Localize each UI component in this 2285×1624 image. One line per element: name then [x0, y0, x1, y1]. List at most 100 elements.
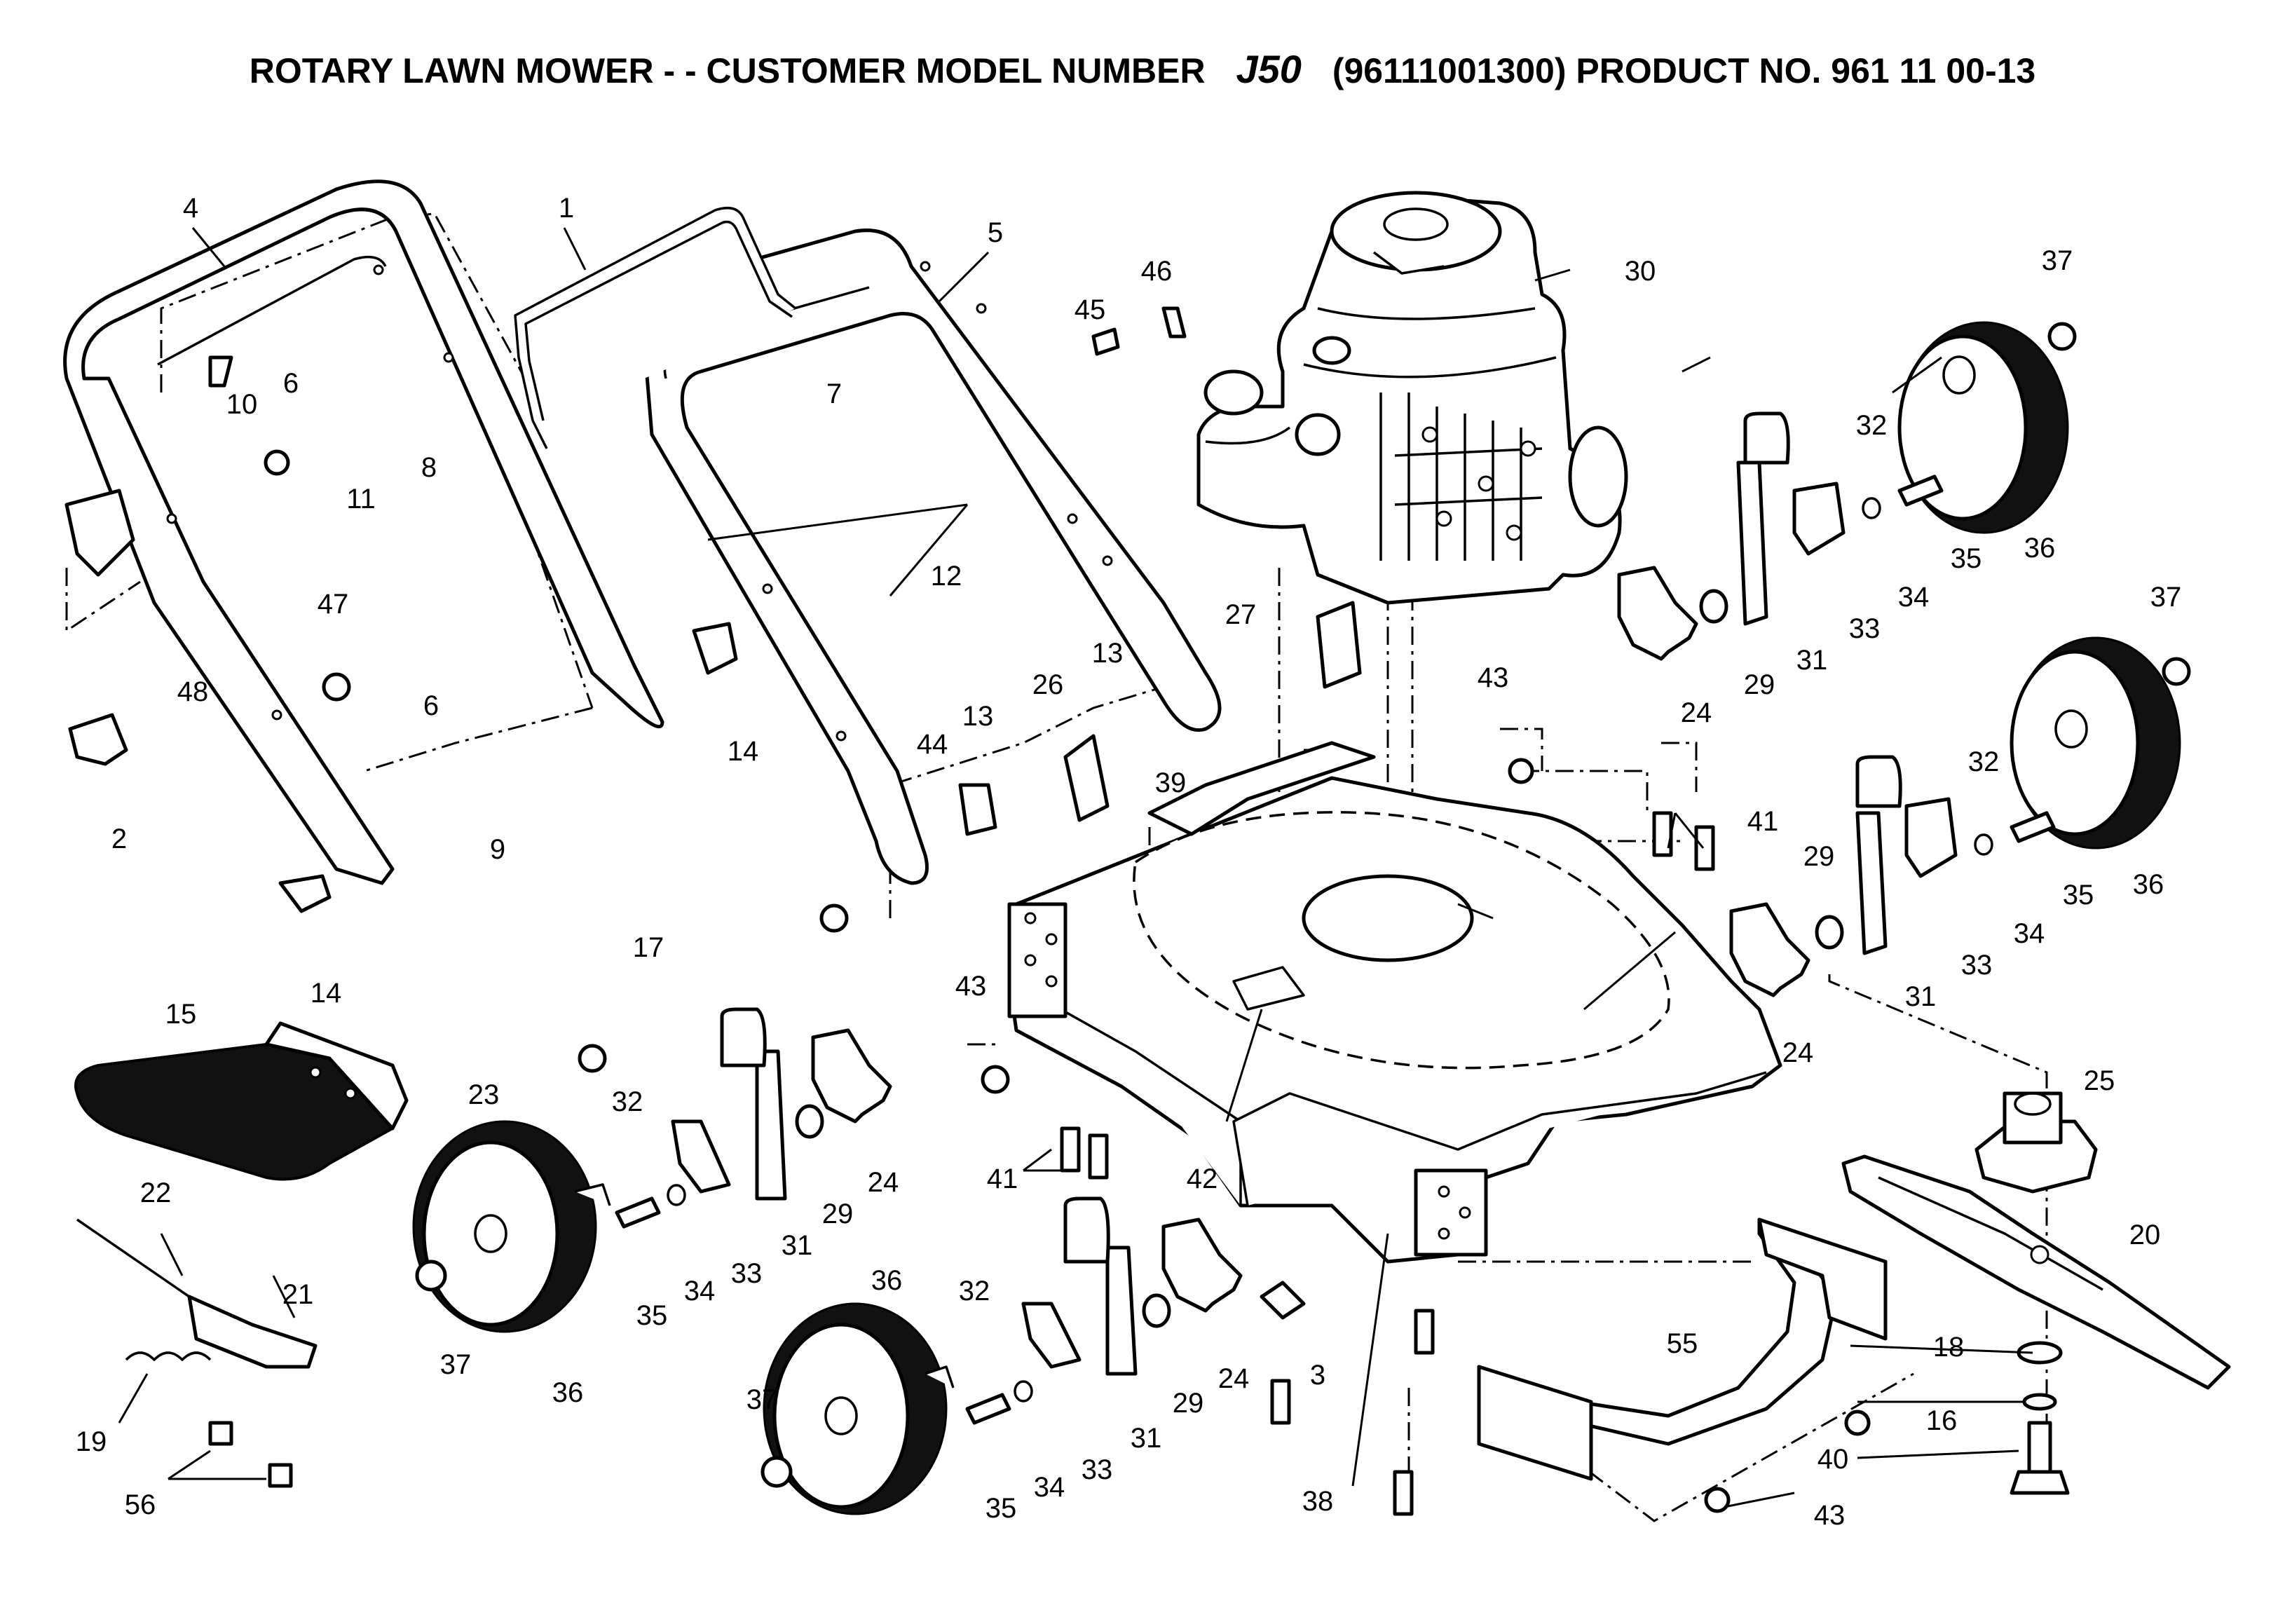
callout-13-b: 13 — [962, 701, 994, 732]
callout-34-a: 34 — [1898, 582, 1930, 613]
callout-34-b: 34 — [2014, 918, 2045, 949]
callout-37-d: 37 — [746, 1384, 778, 1415]
callout-31-b: 31 — [1905, 981, 1937, 1012]
callout-24-b: 24 — [1782, 1037, 1814, 1068]
diagram-title: ROTARY LAWN MOWER - - CUSTOMER MODEL NUM… — [250, 47, 2036, 91]
callout-34-d: 34 — [1034, 1472, 1065, 1503]
callout-9: 9 — [490, 834, 505, 865]
callout-6-b: 6 — [423, 690, 439, 721]
height-adjuster-front-left — [671, 1007, 892, 1201]
callout-36-a: 36 — [2024, 533, 2056, 564]
blade — [1841, 1154, 2231, 1390]
blade-adapter — [1974, 1091, 2098, 1194]
callout-35-d: 35 — [985, 1493, 1017, 1524]
callout-32-c: 32 — [612, 1086, 643, 1117]
callout-2: 2 — [111, 824, 127, 854]
callout-33-d: 33 — [1082, 1454, 1113, 1485]
callout-24-a: 24 — [1681, 697, 1712, 728]
callout-5: 5 — [988, 217, 1003, 248]
callout-32-a: 32 — [1856, 410, 1888, 441]
callout-42: 42 — [1187, 1164, 1218, 1194]
callout-33-c: 33 — [731, 1258, 763, 1289]
callout-38: 38 — [1302, 1486, 1334, 1517]
callout-46: 46 — [1141, 256, 1173, 287]
callout-29-a: 29 — [1744, 669, 1775, 700]
callout-41-b: 41 — [987, 1164, 1018, 1194]
callout-37-c: 37 — [440, 1349, 472, 1380]
callout-31-a: 31 — [1796, 645, 1828, 676]
callout-32-b: 32 — [1968, 746, 2000, 777]
callout-7: 7 — [826, 378, 842, 409]
callout-35-a: 35 — [1951, 543, 1982, 574]
callout-23: 23 — [468, 1079, 500, 1110]
callout-32-d: 32 — [959, 1276, 990, 1306]
callout-43-c: 43 — [1814, 1500, 1846, 1531]
callout-16: 16 — [1926, 1405, 1958, 1436]
small-hardware — [615, 475, 2056, 1425]
callout-33-b: 33 — [1961, 950, 1993, 981]
wheel-rear-top — [1897, 321, 2069, 534]
control-bail — [514, 206, 797, 449]
height-adjuster-rear-top — [1617, 411, 1846, 661]
callout-25: 25 — [2084, 1065, 2115, 1096]
callout-15: 15 — [165, 999, 197, 1030]
blade-bolt-stack — [2010, 1341, 2070, 1495]
wheel-rear-bottom — [2010, 636, 2181, 849]
title-prefix: ROTARY LAWN MOWER - - CUSTOMER MODEL NUM… — [250, 51, 1206, 90]
wheel-front-left — [412, 1120, 611, 1333]
callout-12: 12 — [931, 561, 962, 592]
callout-35-c: 35 — [636, 1300, 668, 1331]
callout-39: 39 — [1155, 767, 1187, 798]
callout-24-c: 24 — [868, 1167, 899, 1198]
callout-3: 3 — [1310, 1360, 1325, 1391]
callout-8: 8 — [421, 452, 437, 483]
callout-56: 56 — [125, 1489, 156, 1520]
callout-37-a: 37 — [2042, 245, 2073, 276]
callout-21: 21 — [282, 1279, 314, 1310]
callout-27: 27 — [1225, 599, 1257, 630]
callout-36-b: 36 — [2133, 869, 2164, 900]
callout-40: 40 — [1817, 1444, 1849, 1475]
callout-48: 48 — [177, 676, 209, 707]
title-model: J50 — [1236, 47, 1302, 91]
height-adjuster-rear-bottom — [1729, 755, 1958, 997]
callout-6-a: 6 — [283, 368, 299, 399]
callout-34-c: 34 — [684, 1276, 716, 1306]
callout-43-b: 43 — [955, 971, 987, 1002]
callout-47: 47 — [318, 589, 349, 620]
discharge-chute — [74, 1021, 409, 1181]
callout-10: 10 — [226, 389, 258, 420]
misc-hardware — [64, 306, 1871, 1516]
handle-left — [63, 179, 664, 885]
callout-31-d: 31 — [1131, 1423, 1162, 1454]
callout-14-a: 14 — [728, 736, 759, 767]
callout-35-b: 35 — [2063, 880, 2094, 910]
wheel-nuts — [415, 322, 2191, 1488]
callout-17: 17 — [633, 932, 664, 963]
callout-45: 45 — [1075, 294, 1106, 325]
callout-14-b: 14 — [311, 978, 342, 1009]
callout-13-a: 13 — [1092, 638, 1124, 669]
callout-36-c: 36 — [552, 1377, 584, 1408]
callout-29-b: 29 — [1803, 841, 1835, 872]
title-suffix: (96111001300) PRODUCT NO. 961 11 00-13 — [1332, 51, 2035, 90]
height-adjuster-front-right — [1021, 1196, 1243, 1376]
callout-31-c: 31 — [782, 1230, 813, 1261]
callout-20: 20 — [2129, 1220, 2161, 1250]
callout-55: 55 — [1667, 1328, 1698, 1359]
callout-1: 1 — [559, 193, 574, 224]
callout-36-d: 36 — [871, 1265, 903, 1296]
callout-41-a: 41 — [1747, 806, 1779, 837]
wheel-front-right — [763, 1302, 955, 1515]
callout-43-a: 43 — [1478, 662, 1509, 693]
engine — [1196, 191, 1628, 605]
callout-30: 30 — [1625, 256, 1656, 287]
callout-18: 18 — [1933, 1332, 1965, 1363]
callout-4: 4 — [183, 193, 198, 224]
callout-29-c: 29 — [822, 1199, 854, 1229]
leader-lines — [118, 227, 2033, 1508]
callout-19: 19 — [76, 1426, 107, 1457]
callout-44: 44 — [917, 729, 948, 760]
callout-24-d: 24 — [1218, 1363, 1250, 1394]
